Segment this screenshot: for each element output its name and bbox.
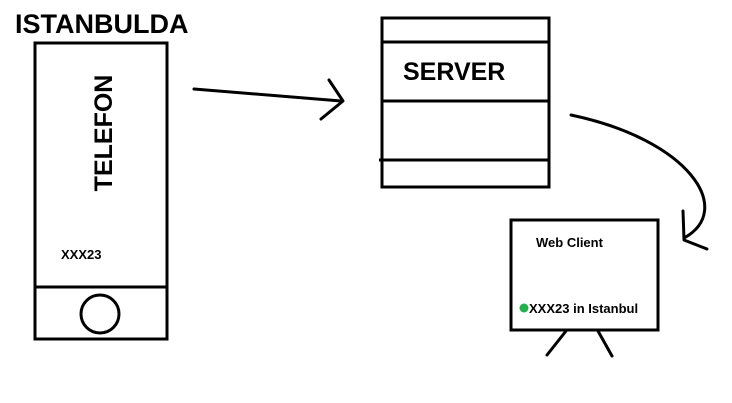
monitor-leg-left xyxy=(545,329,568,357)
server-label: SERVER xyxy=(403,58,505,86)
monitor-screen xyxy=(509,218,660,332)
web-client-monitor: Web Client XXX23 in Istanbul xyxy=(509,218,660,358)
phone-id-text: XXX23 xyxy=(61,247,101,262)
curved-arrow-head xyxy=(681,209,709,251)
curved-arrow-line xyxy=(569,113,707,240)
arrow-server-to-client xyxy=(569,113,709,251)
phone-body xyxy=(33,41,169,341)
arrow-head xyxy=(319,78,345,121)
phone-device: TELEFON XXX23 xyxy=(33,41,169,341)
status-dot-icon xyxy=(519,303,529,313)
phone-home-button xyxy=(79,293,121,335)
monitor-leg-right xyxy=(596,329,614,358)
arrow-line xyxy=(192,87,343,103)
server-box: SERVER xyxy=(379,16,551,189)
web-client-title: Web Client xyxy=(536,235,604,250)
web-client-status-text: XXX23 in Istanbul xyxy=(529,301,638,316)
arrow-phone-to-server xyxy=(192,78,345,121)
phone-label: TELEFON xyxy=(90,75,118,192)
diagram-title: ISTANBULDA xyxy=(15,9,188,39)
